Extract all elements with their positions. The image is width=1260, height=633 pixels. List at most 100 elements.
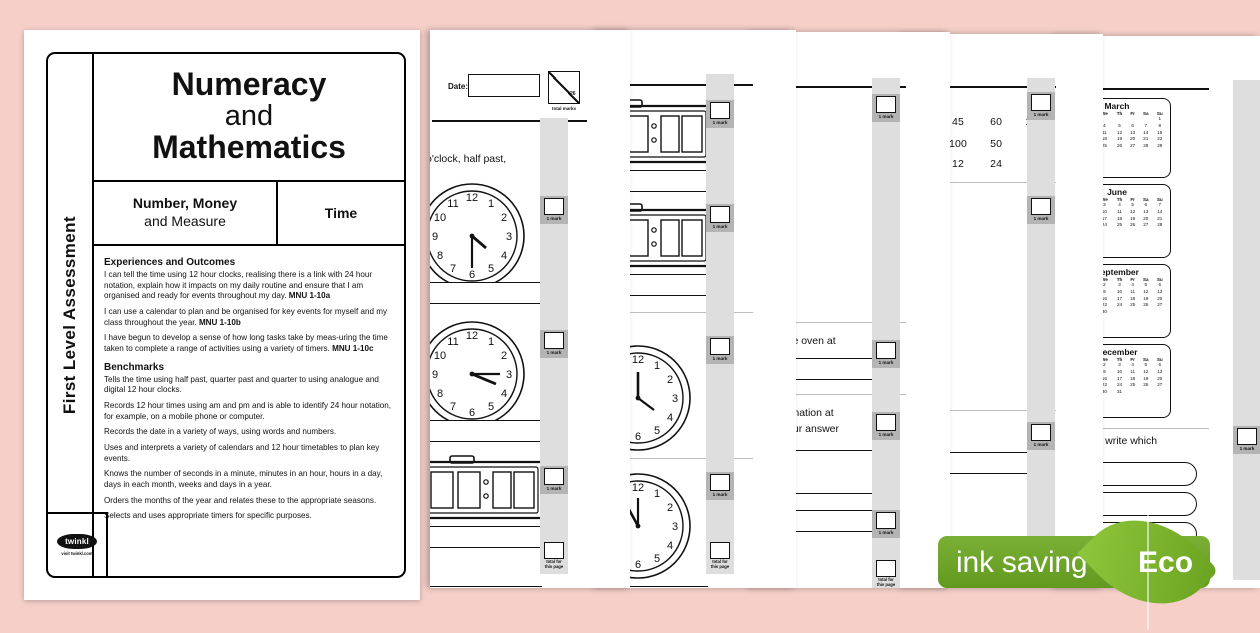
calendar-day-cell[interactable]: 5 bbox=[1144, 362, 1148, 368]
mark-cell[interactable]: 1 mark bbox=[540, 466, 568, 494]
calendar-day-cell[interactable] bbox=[1139, 389, 1153, 396]
calendar-day-cell[interactable]: 11 bbox=[1101, 129, 1107, 135]
mark-cell[interactable]: 1 mark bbox=[540, 330, 568, 358]
calendar-day-cell[interactable]: 25 bbox=[1116, 222, 1123, 228]
page-total-cell[interactable]: total for this page bbox=[706, 540, 734, 572]
calendar-day-cell[interactable]: 28 bbox=[1157, 222, 1163, 228]
calendar-day-cell[interactable] bbox=[1113, 229, 1127, 236]
calendar-day-cell[interactable]: 4 bbox=[1103, 122, 1106, 128]
cover-page[interactable]: First Level Assessment Numeracy and Math… bbox=[24, 30, 420, 600]
calendar-day-cell[interactable]: 7 bbox=[1158, 202, 1162, 208]
calendar-day-cell[interactable]: 8 bbox=[1158, 122, 1162, 128]
calendar-day-cell[interactable]: 27 bbox=[1143, 222, 1149, 228]
calendar-day-cell[interactable]: 17 bbox=[1116, 295, 1123, 301]
calendar-day-cell[interactable]: 19 bbox=[1143, 295, 1149, 301]
calendar-day-cell[interactable]: 27 bbox=[1157, 382, 1163, 388]
mark-cell[interactable]: 1 mark bbox=[872, 412, 900, 440]
mark-cell[interactable]: 1 mark bbox=[706, 204, 734, 232]
mark-cell[interactable]: 1 mark bbox=[540, 196, 568, 224]
calendar-day-cell[interactable]: 16 bbox=[1101, 375, 1107, 381]
calendar-day-cell[interactable]: 5 bbox=[1144, 282, 1148, 288]
calendar-day-cell[interactable]: 20 bbox=[1157, 295, 1163, 301]
calendar-day-cell[interactable]: 21 bbox=[1143, 136, 1149, 142]
calendar-day-cell[interactable]: 18 bbox=[1130, 295, 1136, 301]
calendar-day-cell[interactable]: 20 bbox=[1157, 375, 1163, 381]
calendar-day-cell[interactable]: 22 bbox=[1157, 136, 1163, 142]
calendar-day-cell[interactable] bbox=[1153, 229, 1167, 236]
calendar-day-cell[interactable]: 25 bbox=[1130, 302, 1136, 308]
calendar-day-cell[interactable]: 18 bbox=[1130, 375, 1136, 381]
calendar-day-cell[interactable]: 26 bbox=[1143, 382, 1149, 388]
total-marks-box[interactable] bbox=[548, 71, 580, 104]
calendar-day-cell[interactable] bbox=[1126, 229, 1139, 236]
calendar-day-cell[interactable] bbox=[1113, 309, 1127, 316]
calendar-day-cell[interactable]: 24 bbox=[1116, 302, 1123, 308]
calendar-day-cell[interactable]: 19 bbox=[1116, 136, 1123, 142]
calendar-day-cell[interactable]: 11 bbox=[1130, 288, 1136, 294]
calendar-day-cell[interactable]: 27 bbox=[1130, 142, 1136, 148]
page-total-cell[interactable]: total for this page bbox=[872, 558, 900, 588]
calendar-day-cell[interactable]: 12 bbox=[1143, 368, 1149, 374]
calendar-day-cell[interactable]: 29 bbox=[1157, 142, 1163, 148]
worksheet-page-2[interactable]: Date: 26 total marks o'clock, half past,… bbox=[430, 30, 630, 588]
calendar-day-cell[interactable]: 6 bbox=[1158, 282, 1162, 288]
calendar-day-cell[interactable] bbox=[1139, 149, 1153, 156]
calendar-day-cell[interactable]: 16 bbox=[1101, 295, 1107, 301]
calendar-day-cell[interactable]: 23 bbox=[1101, 382, 1107, 388]
mark-cell[interactable]: 1 mark bbox=[706, 100, 734, 128]
calendar-day-cell[interactable]: 6 bbox=[1131, 122, 1134, 128]
calendar-day-cell[interactable] bbox=[1126, 149, 1139, 156]
calendar-day-cell[interactable]: 13 bbox=[1157, 288, 1163, 294]
calendar-day-cell[interactable]: 30 bbox=[1101, 308, 1107, 314]
calendar-day-cell[interactable]: 14 bbox=[1143, 129, 1149, 135]
calendar-day-cell[interactable]: 4 bbox=[1131, 282, 1134, 288]
mark-cell[interactable]: 1 mark bbox=[706, 472, 734, 500]
calendar-day-cell[interactable]: 12 bbox=[1116, 129, 1123, 135]
calendar-day-cell[interactable] bbox=[1113, 116, 1127, 123]
calendar-day-cell[interactable]: 9 bbox=[1103, 368, 1106, 374]
mark-cell[interactable]: 1 mark bbox=[1027, 92, 1055, 120]
calendar-day-cell[interactable]: 30 bbox=[1101, 388, 1107, 394]
calendar-day-cell[interactable] bbox=[1153, 309, 1167, 316]
calendar-day-cell[interactable]: 26 bbox=[1130, 222, 1136, 228]
calendar-day-cell[interactable]: 6 bbox=[1158, 362, 1162, 368]
calendar-day-cell[interactable]: 20 bbox=[1143, 215, 1149, 221]
calendar-day-cell[interactable]: 10 bbox=[1101, 208, 1107, 214]
mark-cell[interactable]: 1 mark bbox=[1027, 196, 1055, 224]
calendar-day-cell[interactable]: 24 bbox=[1116, 382, 1123, 388]
mark-cell[interactable]: 1 mark bbox=[872, 340, 900, 368]
twinkl-url[interactable]: visit twinkl.com bbox=[61, 551, 93, 556]
calendar-day-cell[interactable]: 25 bbox=[1130, 382, 1136, 388]
mark-cell[interactable]: 1 mark bbox=[1233, 426, 1260, 454]
mark-cell[interactable]: 1 mark bbox=[706, 336, 734, 364]
calendar-day-cell[interactable]: 4 bbox=[1131, 362, 1134, 368]
calendar-day-cell[interactable]: 3 bbox=[1103, 202, 1106, 208]
calendar-day-cell[interactable]: 12 bbox=[1143, 288, 1149, 294]
calendar-day-cell[interactable]: 2 bbox=[1103, 282, 1106, 288]
calendar-day-cell[interactable]: 17 bbox=[1116, 375, 1123, 381]
calendar-day-cell[interactable]: 12 bbox=[1130, 208, 1136, 214]
calendar-day-cell[interactable]: 23 bbox=[1101, 302, 1107, 308]
calendar-day-cell[interactable] bbox=[1153, 389, 1167, 396]
calendar-day-cell[interactable] bbox=[1139, 116, 1153, 123]
calendar-day-cell[interactable]: 5 bbox=[1118, 122, 1121, 128]
calendar-day-cell[interactable]: 6 bbox=[1144, 202, 1148, 208]
calendar-day-cell[interactable]: 13 bbox=[1130, 129, 1136, 135]
calendar-day-cell[interactable]: 27 bbox=[1157, 302, 1163, 308]
calendar-day-cell[interactable]: 26 bbox=[1143, 302, 1149, 308]
calendar-day-cell[interactable]: 19 bbox=[1143, 375, 1149, 381]
calendar-day-cell[interactable]: 28 bbox=[1143, 142, 1149, 148]
calendar-day-cell[interactable]: 31 bbox=[1116, 388, 1123, 394]
calendar-day-cell[interactable]: 21 bbox=[1157, 215, 1163, 221]
calendar-day-cell[interactable]: 13 bbox=[1157, 368, 1163, 374]
calendar-day-cell[interactable]: 14 bbox=[1157, 208, 1163, 214]
calendar-day-cell[interactable]: 4 bbox=[1118, 202, 1121, 208]
calendar-day-cell[interactable] bbox=[1139, 309, 1153, 316]
calendar-day-cell[interactable]: 10 bbox=[1116, 368, 1123, 374]
calendar-day-cell[interactable] bbox=[1113, 149, 1127, 156]
calendar-day-cell[interactable]: 7 bbox=[1144, 122, 1148, 128]
calendar-day-cell[interactable]: 20 bbox=[1130, 136, 1136, 142]
calendar-day-cell[interactable]: 1 bbox=[1158, 116, 1162, 122]
calendar-day-cell[interactable]: 19 bbox=[1130, 215, 1136, 221]
calendar-day-cell[interactable]: 5 bbox=[1131, 202, 1134, 208]
